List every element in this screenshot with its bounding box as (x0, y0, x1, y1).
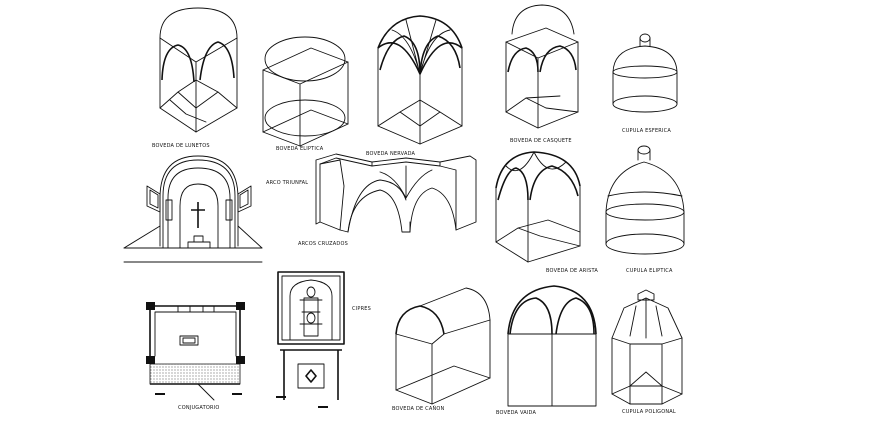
label-boveda-de-canon: BOVEDA DE CAÑON (392, 406, 445, 412)
label-boveda-eliptica: BOVEDA ELIPTICA (276, 146, 324, 152)
label-boveda-de-arista: BOVEDA DE ARISTA (546, 268, 598, 274)
label-cupula-esferica: CUPULA ESFERICA (622, 128, 671, 134)
arcos-cruzados-drawing (315, 153, 477, 233)
label-cipres: CIPRES (352, 306, 371, 312)
boveda-arista-drawing (495, 151, 581, 263)
boveda-eliptica-drawing (262, 36, 349, 147)
conjugatorio-drawing (146, 302, 245, 401)
label-cupula-eliptica: CUPULA ELIPTICA (626, 268, 673, 274)
cupula-eliptica-drawing (605, 145, 685, 255)
label-cupula-poligonal: CUPULA POLIGONAL (622, 409, 676, 415)
boveda-vaida-drawing (507, 285, 597, 407)
label-boveda-de-casquete: BOVEDA DE CASQUETE (510, 138, 572, 144)
label-arco-triunfal: ARCO TRIUNFAL (266, 180, 309, 186)
cupula-poligonal-drawing (611, 289, 683, 405)
cipres-drawing (276, 271, 345, 408)
boveda-canon-drawing (395, 287, 491, 405)
label-conjugatorio: CONJUGATORIO (178, 405, 220, 411)
boveda-nervada-drawing (377, 15, 463, 145)
label-boveda-vaida: BOVEDA VAIDA (496, 410, 537, 416)
label-boveda-de-lunetos: BOVEDA DE LUNETOS (152, 143, 210, 149)
arco-triunfal-drawing (123, 155, 263, 263)
label-boveda-nervada: BOVEDA NERVADA (366, 151, 416, 157)
boveda-casquete-drawing (505, 4, 579, 129)
cupula-esferica-drawing (612, 33, 678, 113)
boveda-lunetos-drawing (159, 7, 238, 133)
label-arcos-cruzados: ARCOS CRUZADOS (298, 241, 348, 247)
